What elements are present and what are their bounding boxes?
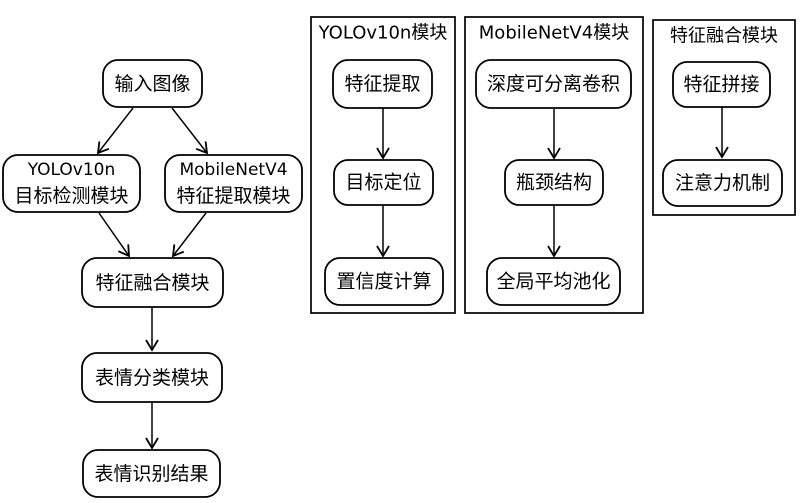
arrow-input-to-mobilenet-branch <box>171 107 209 155</box>
main-flow: 输入图像 YOLOv10n 目标检测模块 MobileNetV4 特征提取模块 … <box>2 59 303 498</box>
arrow-input-to-yolo-branch <box>96 107 134 155</box>
node-target-localization-label: 目标定位 <box>345 172 421 194</box>
node-attention-mechanism: 注意力机制 <box>662 159 783 207</box>
arrow-yolo-branch-to-fusion <box>98 212 131 258</box>
node-confidence-calculation: 置信度计算 <box>324 257 444 306</box>
node-expression-classification-label: 表情分类模块 <box>95 367 209 389</box>
node-global-average-pooling-shape <box>486 257 621 306</box>
module-mobilenetv4-border <box>464 16 644 314</box>
node-bottleneck-structure-shape <box>504 159 604 206</box>
node-yolo-detection-shape <box>2 154 141 213</box>
module-mobilenetv4-title: MobileNetV4模块 <box>479 23 629 44</box>
node-expression-classification-module: 表情分类模块 <box>81 352 223 403</box>
node-bottleneck-structure-label: 瓶颈结构 <box>516 172 592 194</box>
node-yolo-detection-label-line2: 目标检测模块 <box>14 185 128 207</box>
node-global-average-pooling-label: 全局平均池化 <box>496 271 610 293</box>
node-expression-recognition-result-shape <box>82 449 221 498</box>
node-attention-mechanism-shape <box>662 159 783 207</box>
node-feature-extraction-label: 特征提取 <box>344 73 420 95</box>
node-depthwise-separable-conv-label: 深度可分离卷积 <box>487 73 620 95</box>
node-confidence-calculation-shape <box>324 257 444 306</box>
node-feature-concatenation-label: 特征拼接 <box>683 74 759 96</box>
node-target-localization: 目标定位 <box>333 159 434 206</box>
module-yolov10n: YOLOv10n模块 特征提取 目标定位 置信度计算 <box>310 16 456 314</box>
node-feature-fusion-label: 特征融合模块 <box>95 272 209 294</box>
node-feature-extraction-shape <box>332 59 433 109</box>
node-input-image: 输入图像 <box>102 59 203 108</box>
node-mobilenet-extraction-module: MobileNetV4 特征提取模块 <box>164 154 303 213</box>
node-attention-mechanism-label: 注意力机制 <box>675 172 770 194</box>
arrow-mobilenet-branch-to-fusion <box>171 212 207 258</box>
node-input-image-label: 输入图像 <box>114 73 190 95</box>
node-yolo-detection-module: YOLOv10n 目标检测模块 <box>2 154 141 213</box>
module-feature-fusion-border <box>652 19 796 216</box>
node-global-average-pooling: 全局平均池化 <box>486 257 621 306</box>
node-confidence-calculation-label: 置信度计算 <box>336 271 431 293</box>
node-feature-extraction: 特征提取 <box>332 59 433 109</box>
node-mobilenet-extraction-label-line1: MobileNetV4 <box>179 160 287 180</box>
node-mobilenet-extraction-shape <box>164 154 303 213</box>
node-depthwise-separable-conv: 深度可分离卷积 <box>475 59 632 109</box>
node-expression-recognition-result-label: 表情识别结果 <box>94 463 208 485</box>
node-bottleneck-structure: 瓶颈结构 <box>504 159 604 206</box>
node-mobilenet-extraction-label-line2: 特征提取模块 <box>176 185 290 207</box>
node-feature-concatenation: 特征拼接 <box>672 61 771 108</box>
node-input-image-shape <box>102 59 203 108</box>
module-yolov10n-title: YOLOv10n模块 <box>318 23 448 44</box>
node-expression-recognition-result: 表情识别结果 <box>82 449 221 498</box>
node-yolo-detection-label-line1: YOLOv10n <box>27 160 116 180</box>
module-yolov10n-border <box>310 16 456 314</box>
node-feature-fusion-module: 特征融合模块 <box>81 257 224 308</box>
module-mobilenetv4: MobileNetV4模块 深度可分离卷积 瓶颈结构 全局平均池化 <box>464 16 644 314</box>
node-feature-fusion-shape <box>81 257 224 308</box>
module-feature-fusion: 特征融合模块 特征拼接 注意力机制 <box>652 19 796 216</box>
node-depthwise-separable-conv-shape <box>475 59 632 109</box>
module-feature-fusion-title: 特征融合模块 <box>670 26 778 47</box>
node-target-localization-shape <box>333 159 434 206</box>
node-expression-classification-shape <box>81 352 223 403</box>
node-feature-concatenation-shape <box>672 61 771 108</box>
